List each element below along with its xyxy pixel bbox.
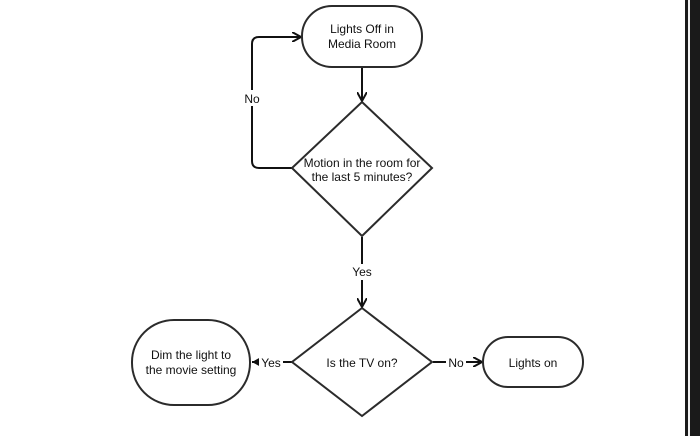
node-tv-decision: Is the TV on? [290,306,434,418]
edge-label-tv-yes: Yes [261,356,281,370]
node-motion-line-1: Motion in the room for [304,156,421,170]
edge-label-tv-no: No [448,356,464,370]
edge-label-motion-yes: Yes [352,265,372,279]
node-dim-light: Dim the light to the movie setting [131,319,251,406]
edge-label-motion-no: No [244,92,260,106]
node-lights-off-line-2: Media Room [328,37,396,51]
node-lights-on: Lights on [482,336,584,388]
window-edge-highlight [688,0,690,436]
node-dim-line-1: Dim the light to [151,348,231,362]
node-motion-line-2: the last 5 minutes? [312,170,413,184]
node-dim-line-2: the movie setting [146,363,237,377]
node-tv-line-1: Is the TV on? [326,356,397,370]
node-motion-decision: Motion in the room for the last 5 minute… [290,100,434,238]
node-lights-off: Lights Off in Media Room [301,5,423,68]
node-lights-off-line-1: Lights Off in [330,22,394,36]
node-lights-on-line-1: Lights on [509,356,558,370]
